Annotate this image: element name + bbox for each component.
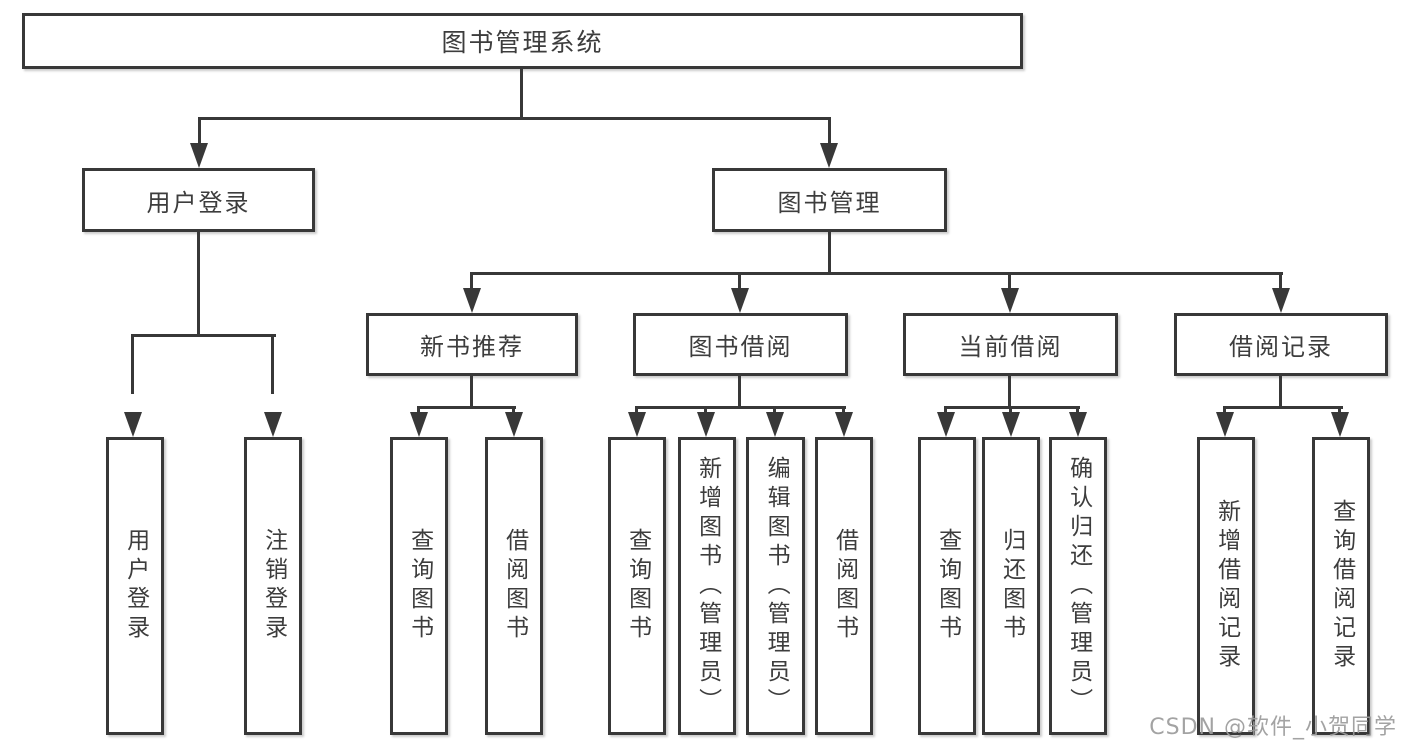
connector-line (197, 232, 200, 337)
leaf-borrow-books: 借阅图书 (815, 437, 873, 735)
node-book-management-label: 图书管理 (777, 188, 882, 217)
leaf-borrow-books-recommend: 借阅图书 (485, 437, 543, 735)
connector-line (1338, 406, 1341, 416)
arrow-down-icon (1069, 412, 1087, 437)
connector-line (1223, 406, 1226, 416)
node-current-borrow: 当前借阅 (903, 313, 1118, 376)
connector-line (842, 406, 845, 416)
leaf-user-login: 用户登录 (106, 437, 164, 735)
connector-line (635, 406, 846, 409)
connector-line (704, 406, 707, 416)
node-borrow-record-label: 借阅记录 (1229, 333, 1333, 361)
node-new-book-recommend-label: 新书推荐 (420, 333, 524, 361)
arrow-down-icon (124, 412, 142, 437)
connector-line (635, 406, 638, 416)
leaf-add-books-admin: 新增图书（管理员） (678, 437, 736, 735)
connector-line (417, 406, 516, 409)
connector-line (271, 334, 274, 394)
node-root-label: 图书管理系统 (441, 28, 604, 57)
leaf-label: 确认归还（管理员） (1065, 455, 1092, 717)
connector-line (828, 117, 831, 147)
arrow-down-icon (410, 412, 428, 437)
node-new-book-recommend: 新书推荐 (366, 313, 578, 376)
arrow-down-icon (937, 412, 955, 437)
arrow-down-icon (190, 143, 208, 168)
arrow-down-icon (820, 143, 838, 168)
leaf-query-books-borrow: 查询图书 (608, 437, 666, 735)
arrow-down-icon (1272, 288, 1290, 313)
connector-line (1076, 406, 1079, 416)
connector-line (1009, 406, 1012, 416)
node-borrow-record: 借阅记录 (1174, 313, 1388, 376)
connector-line (470, 376, 473, 408)
node-root: 图书管理系统 (22, 13, 1023, 69)
connector-line (520, 69, 523, 120)
connector-line (1008, 376, 1011, 408)
leaf-edit-books-admin: 编辑图书（管理员） (746, 437, 805, 735)
connector-line (738, 376, 741, 408)
leaf-label: 编辑图书（管理员） (763, 455, 790, 717)
connector-line (470, 272, 473, 292)
arrow-down-icon (731, 288, 749, 313)
leaf-query-books-recommend: 查询图书 (390, 437, 448, 735)
connector-line (944, 406, 1080, 409)
connector-line (828, 232, 831, 275)
node-current-borrow-label: 当前借阅 (958, 333, 1063, 361)
connector-line (738, 272, 741, 292)
leaf-logout: 注销登录 (244, 437, 302, 735)
leaf-add-borrow-record: 新增借阅记录 (1197, 437, 1255, 735)
connector-line (470, 272, 1283, 275)
node-book-borrow: 图书借阅 (633, 313, 848, 376)
connector-line (944, 406, 947, 416)
arrow-down-icon (505, 412, 523, 437)
node-user-login: 用户登录 (82, 168, 315, 232)
arrow-down-icon (628, 412, 646, 437)
arrow-down-icon (1216, 412, 1234, 437)
leaf-label: 查询图书 (624, 528, 651, 644)
connector-line (1279, 376, 1282, 408)
connector-line (1223, 406, 1343, 409)
arrow-down-icon (1331, 412, 1349, 437)
csdn-watermark: CSDN @软件_小贺同学 (1149, 715, 1397, 740)
connector-line (131, 334, 276, 337)
leaf-label: 查询图书 (934, 528, 961, 644)
leaf-query-books-current: 查询图书 (918, 437, 976, 735)
arrow-down-icon (835, 412, 853, 437)
leaf-label: 新增图书（管理员） (694, 455, 721, 717)
connector-line (773, 406, 776, 416)
arrow-down-icon (1001, 288, 1019, 313)
node-book-management: 图书管理 (712, 168, 947, 232)
arrow-down-icon (766, 412, 784, 437)
connector-line (417, 406, 420, 416)
connector-line (1279, 272, 1282, 292)
leaf-label: 查询借阅记录 (1328, 499, 1355, 673)
arrow-down-icon (1002, 412, 1020, 437)
connector-line (1008, 272, 1011, 292)
leaf-query-borrow-record: 查询借阅记录 (1312, 437, 1370, 735)
connector-line (198, 117, 831, 120)
connector-line (512, 406, 515, 416)
leaf-return-books: 归还图书 (982, 437, 1040, 735)
leaf-label: 用户登录 (122, 528, 149, 644)
connector-line (131, 334, 134, 394)
connector-line (198, 117, 201, 147)
leaf-label: 借阅图书 (501, 528, 528, 644)
arrow-down-icon (264, 412, 282, 437)
leaf-confirm-return-admin: 确认归还（管理员） (1049, 437, 1107, 735)
node-book-borrow-label: 图书借阅 (688, 333, 793, 361)
arrow-down-icon (697, 412, 715, 437)
leaf-label: 归还图书 (998, 528, 1025, 644)
leaf-label: 查询图书 (406, 528, 433, 644)
leaf-label: 借阅图书 (831, 528, 858, 644)
leaf-label: 新增借阅记录 (1213, 499, 1240, 673)
node-user-login-label: 用户登录 (146, 188, 251, 217)
arrow-down-icon (463, 288, 481, 313)
leaf-label: 注销登录 (260, 528, 287, 644)
